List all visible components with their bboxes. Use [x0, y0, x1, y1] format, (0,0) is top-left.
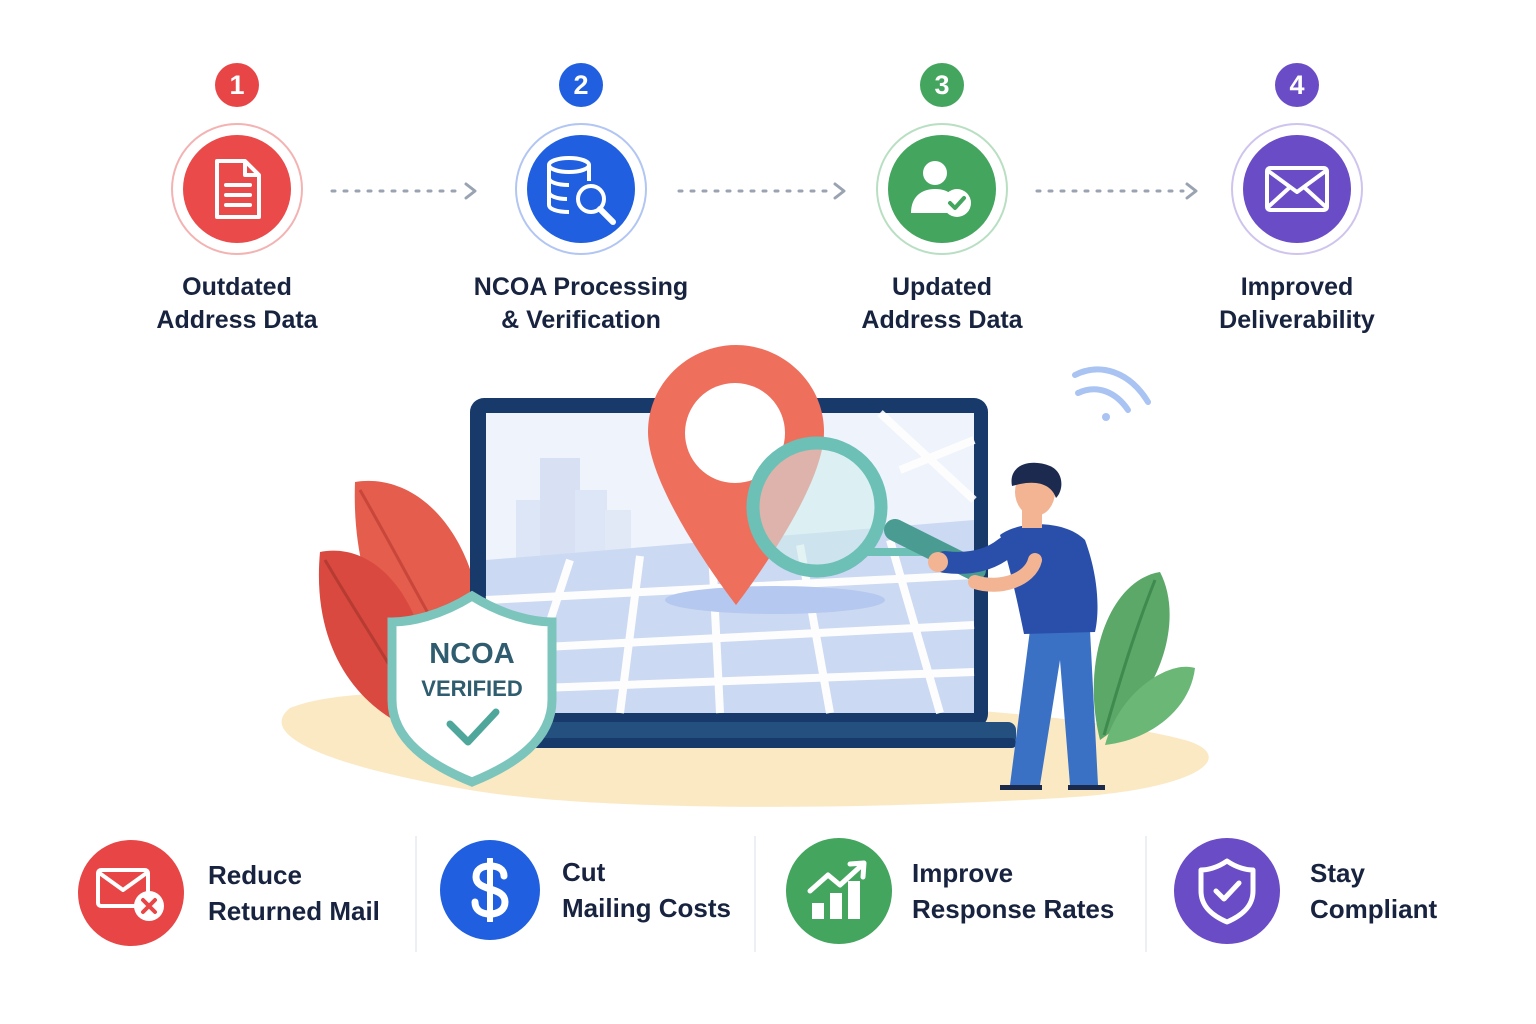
envelope-icon	[1265, 166, 1329, 212]
shield-check-icon	[1198, 858, 1256, 925]
benefit-label: Reduce Returned Mail	[208, 860, 380, 926]
database-search-icon	[547, 156, 616, 225]
step-improved-deliverability: 4 Improved Deliverability	[1167, 63, 1427, 337]
returned-mail-icon	[96, 868, 164, 921]
divider	[1145, 836, 1147, 952]
user-check-icon	[911, 161, 971, 217]
benefit-reduce-returned-mail: Reduce Returned Mail	[78, 840, 380, 946]
step-updated-address: 3 Updated Address Data	[812, 63, 1072, 337]
dotted-arrow-icon	[330, 182, 477, 200]
benefit-improve-response-rates: Improve Response Rates	[786, 838, 1114, 944]
benefit-label: Cut Mailing Costs	[562, 857, 732, 923]
step-label: Updated Address Data	[861, 273, 1023, 334]
benefit-stay-compliant: Stay Compliant	[1174, 838, 1437, 944]
step-outdated-address: 1 Outdated Address Data	[107, 63, 367, 337]
divider	[754, 836, 756, 952]
benefit-cut-mailing-costs: Cut Mailing Costs	[440, 840, 731, 940]
step-number: 4	[1275, 63, 1319, 107]
magnifier-icon	[746, 436, 986, 581]
ncoa-verified-shield-icon	[387, 590, 557, 787]
step-ncoa-processing: 2 NCOA Processing & Verification	[451, 63, 711, 337]
step-icon-ring	[1231, 123, 1363, 255]
step-number: 1	[215, 63, 259, 107]
green-leaves	[1093, 572, 1195, 745]
badge-subtitle: VERIFIED	[421, 676, 523, 701]
step-number: 3	[920, 63, 964, 107]
step-number: 2	[559, 63, 603, 107]
growth-chart-icon	[807, 860, 867, 919]
document-icon	[215, 159, 261, 219]
laptop-map-illustration	[281, 345, 1209, 807]
step-label: NCOA Processing & Verification	[473, 273, 689, 334]
step-icon-ring	[171, 123, 303, 255]
benefit-label: Improve Response Rates	[912, 858, 1115, 924]
step-label: Outdated Address Data	[156, 273, 318, 334]
wifi-icon	[1072, 366, 1151, 421]
benefit-label: Stay Compliant	[1310, 858, 1438, 924]
dollar-icon	[471, 858, 509, 922]
divider	[415, 836, 417, 952]
dotted-arrow-icon	[677, 182, 846, 200]
step-label: Improved Deliverability	[1219, 273, 1375, 334]
step-icon-ring	[515, 123, 647, 255]
badge-title: NCOA	[429, 638, 515, 670]
step-icon-ring	[876, 123, 1008, 255]
person-figure	[928, 462, 1105, 790]
dotted-arrow-icon	[1035, 182, 1198, 200]
